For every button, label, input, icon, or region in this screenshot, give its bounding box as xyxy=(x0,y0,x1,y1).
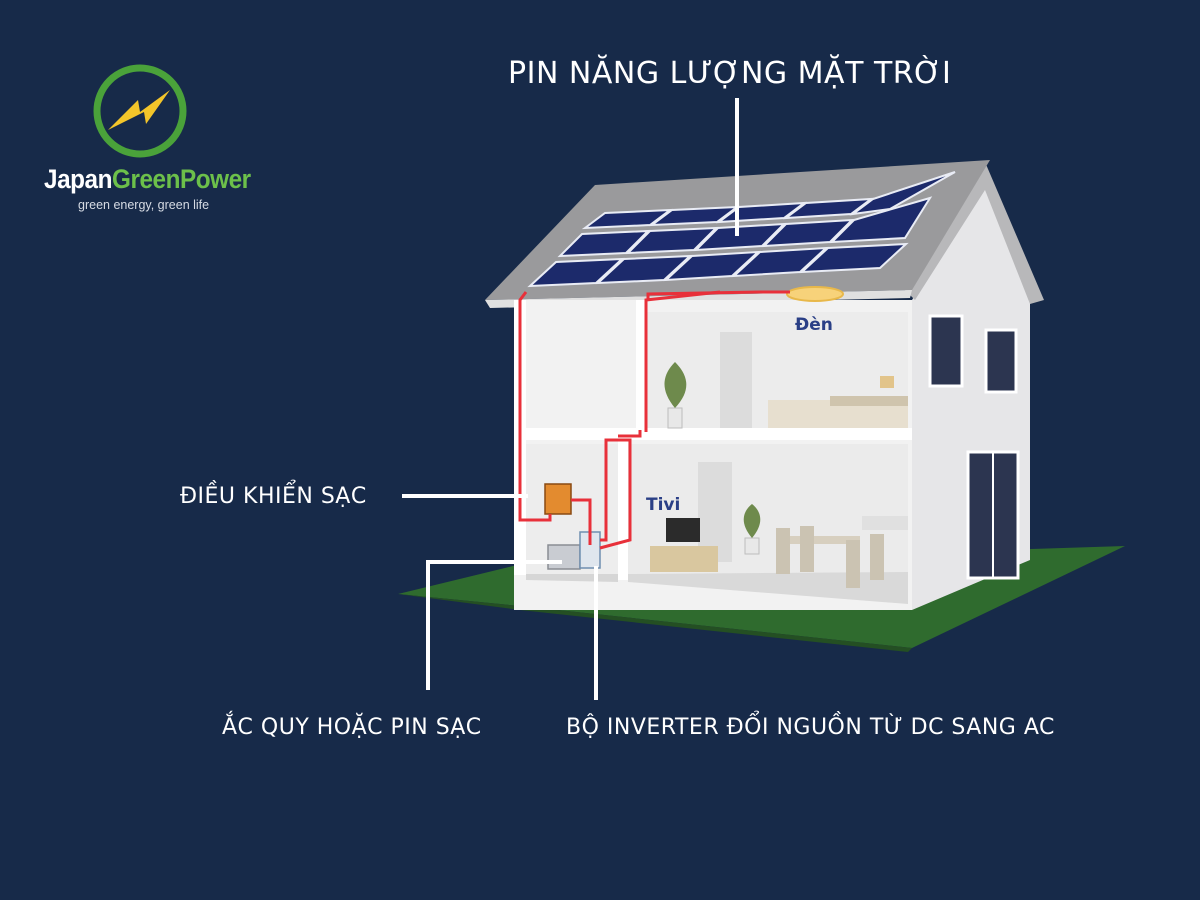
label-solar-panel: PIN NĂNG LƯỢNG MẶT TRỜI xyxy=(508,56,952,91)
kitchen-counter xyxy=(862,516,908,530)
logo-brand-part1: Japan xyxy=(44,164,112,194)
dining-table xyxy=(780,536,860,544)
side-gable-roof xyxy=(905,162,1044,304)
ceiling-lamp xyxy=(786,286,844,302)
logo-brand-name: JapanGreenPower xyxy=(44,164,251,195)
side-window-2 xyxy=(984,328,1018,394)
logo-brand-part2: GreenPower xyxy=(111,164,251,194)
bedside-lamp xyxy=(880,376,894,388)
plant-pot-upper xyxy=(667,407,683,429)
label-charge-controller: ĐIỀU KHIỂN SẠC xyxy=(180,484,367,509)
wiring xyxy=(518,290,790,550)
plant-pot-lower xyxy=(744,537,760,555)
lower-room-door xyxy=(698,462,732,562)
dining-chairs xyxy=(776,526,884,588)
lightning-bolt-icon xyxy=(108,90,170,130)
interior-wall-upper xyxy=(636,300,646,430)
upper-room-door xyxy=(720,332,752,428)
label-battery: ẮC QUY HOẶC PIN SẠC xyxy=(222,715,482,740)
battery-box xyxy=(547,544,581,570)
plant-upper xyxy=(664,362,687,408)
bed-headboard xyxy=(830,396,908,406)
logo-tagline: green energy, green life xyxy=(78,198,210,212)
lower-floor xyxy=(628,572,908,604)
plant-lower xyxy=(743,504,761,538)
tv-stand xyxy=(650,546,718,572)
callout-battery xyxy=(426,560,562,690)
room-label-tv: Tivi xyxy=(646,495,680,515)
side-window-1 xyxy=(928,314,964,388)
logo-emblem xyxy=(93,64,187,158)
solar-panel-array xyxy=(527,171,956,288)
charge-controller-box xyxy=(544,483,572,515)
upper-floor-slab xyxy=(514,428,912,440)
tv xyxy=(666,518,700,542)
label-inverter: BỘ INVERTER ĐỔI NGUỒN TỪ DC SANG AC xyxy=(566,715,1055,740)
room-label-light: Đèn xyxy=(795,315,833,335)
interior-wall-lower xyxy=(618,440,628,580)
